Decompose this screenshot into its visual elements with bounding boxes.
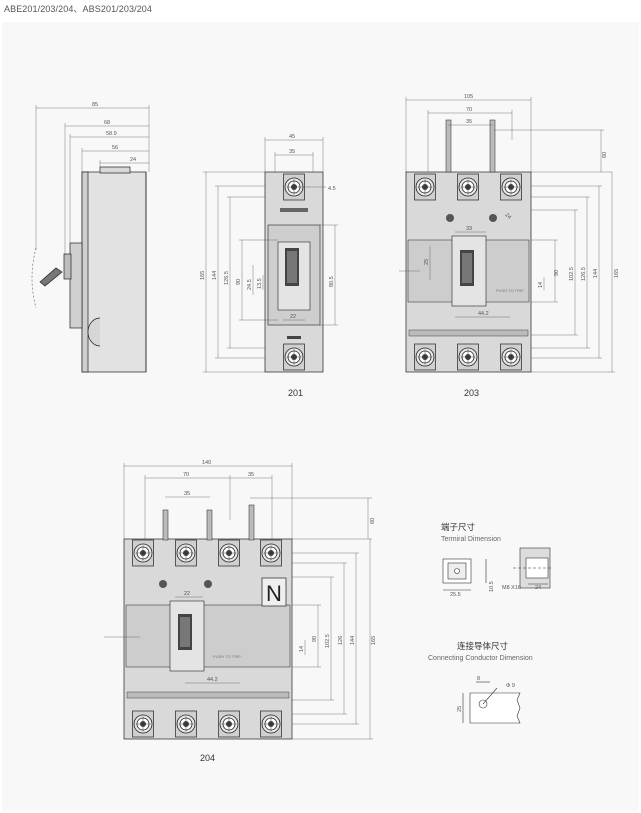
view-201-caption: 201 [288,388,303,398]
view-201-dim-13-5: 13.5 [257,278,263,289]
view-203-dim-14: 14 [538,282,544,288]
conductor-diagram [462,681,521,724]
view-203-dim-35: 35 [466,119,472,125]
terminal-title-en: Termiral Dimension [441,536,501,543]
conductor-title-cn: 连接导体尺寸 [457,641,509,652]
conductor-title-en: Connecting Conductor Dimension [428,655,533,662]
view-203-body: PUSH TO TRIP [405,119,532,373]
view-201-dim-45: 45 [289,134,295,140]
view-203-dim-33: 33 [466,226,472,232]
view-203-dim-144: 144 [593,269,599,278]
view-204-dim-35-left: 35 [184,491,190,497]
page-title: ABE201/203/204、ABS201/203/204 [4,4,153,14]
side-dim-58-9: 58.9 [106,131,117,137]
view-204-dims [104,463,373,740]
view-204-neutral-mark: N [266,581,282,606]
view-201-dim-80-5: 80.5 [329,276,335,287]
view-201-dim-165: 165 [200,271,206,280]
view-204-dim-60: 60 [370,518,376,524]
view-201-dim-144: 144 [212,271,218,280]
side-dim-85: 85 [92,102,98,108]
side-dim-56: 56 [112,145,118,151]
view-203-dim-165: 165 [614,269,620,278]
view-204-dim-70: 70 [183,472,189,478]
terminal-dim-24: 24 [535,585,541,591]
view-204-dim-126: 126 [338,636,344,645]
view-204-caption: 204 [200,753,215,763]
view-203-dims [399,97,615,373]
view-204-dim-140: 140 [202,460,211,466]
view-203-dim-25: 25 [424,259,430,265]
view-201-dim-4-5: 4.5 [328,186,336,192]
view-204-push-label: PUSH TO TRIP [213,654,241,659]
view-203-dim-70: 70 [466,107,472,113]
view-204-body: N PUSH TO TRIP [123,504,293,740]
view-201-dim-35: 35 [289,149,295,155]
side-dim-68: 68 [104,120,110,126]
view-204-dim-165: 165 [371,636,377,645]
conductor-dim-8: 8 [477,676,480,682]
view-201-dim-22: 22 [290,314,296,320]
view-201-dim-126-5: 126.5 [224,271,230,285]
view-201-dim-90: 90 [236,279,242,285]
conductor-dim-phi9: Φ 9 [506,683,515,689]
view-201-dim-24-5: 24.5 [247,279,253,290]
view-201-body [264,171,324,373]
terminal-diagram [442,547,551,591]
view-204-dim-14: 14 [299,646,305,652]
side-dim-24: 24 [130,157,136,163]
view-201-dims [203,137,338,373]
terminal-dim-10-5: 10.5 [489,581,495,592]
view-203-dim-60: 60 [602,152,608,158]
view-203-dim-90: 90 [554,270,560,276]
terminal-dim-m8: M8 X16 [502,585,521,591]
terminal-title-cn: 端子尺寸 [441,522,476,533]
view-204-dim-35-right: 35 [248,472,254,478]
view-203-caption: 203 [464,388,479,398]
conductor-dim-25: 25 [457,706,463,712]
view-204-dim-22: 22 [184,591,190,597]
view-204-dim-90: 90 [312,636,318,642]
view-203-push-label: PUSH TO TRIP [496,288,524,293]
drawing-panel [2,22,639,811]
view-203-dim-105: 105 [464,94,473,100]
view-203-dim-44-2: 44.2 [478,311,489,317]
view-204-dim-44-2: 44.2 [207,677,218,683]
view-203-dim-126-5: 126.5 [581,267,587,281]
view-204-dim-144: 144 [350,636,356,645]
view-203-dim-24: 24 [504,212,513,221]
side-dims [35,105,150,254]
view-203-dim-102-5: 102.5 [569,267,575,281]
terminal-dim-25-5: 25.5 [450,592,461,598]
view-204-dim-102-5: 102.5 [325,634,331,648]
side-view [31,166,147,373]
